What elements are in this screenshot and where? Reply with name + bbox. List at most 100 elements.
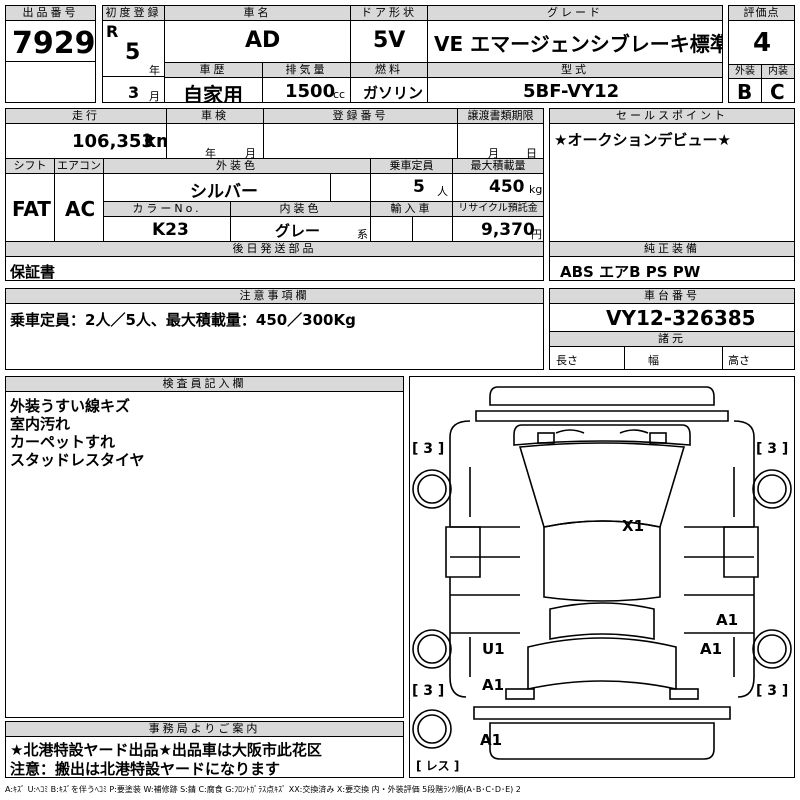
- recycle-label: リサイクル預託金: [453, 202, 543, 217]
- score-value: 4: [753, 28, 772, 58]
- recycle-unit: 円: [531, 228, 542, 241]
- registration-month-unit: 月: [149, 90, 160, 103]
- max-load-cell: 最大積載量 450 kg: [452, 158, 544, 202]
- inspector-line-2: 室内汚れ: [10, 415, 71, 433]
- transfer-cell: 譲渡書類期限 月 日: [457, 108, 544, 159]
- registration-month: 3: [128, 83, 140, 102]
- lot-label: 出品番号: [6, 6, 95, 21]
- mileage-cell: 走行 106,353 km: [5, 108, 167, 159]
- registration-cell: 初度登録 R 5 年 3 月: [102, 5, 165, 103]
- recycle-cell: リサイクル預託金 9,370 円: [452, 201, 544, 242]
- notes-cell: 注意事項欄 乗車定員：2人／5人、最大積載量：450／300Kg: [5, 288, 544, 370]
- fuel: ガソリン: [363, 84, 424, 102]
- door-type: 5V: [373, 28, 406, 53]
- registration-era: R: [106, 22, 119, 41]
- max-load-unit: kg: [529, 183, 543, 196]
- color-no-cell: カラーNo. K23: [103, 201, 231, 242]
- exterior-color-label: 外装色: [104, 159, 370, 174]
- inspection-cell: 車検 年 月: [166, 108, 264, 159]
- model-code-label: 型式: [428, 63, 722, 78]
- mark-rear-bumper: A1: [480, 731, 503, 749]
- mark-right-rear-door: A1: [716, 611, 739, 629]
- color-no: K23: [152, 220, 189, 240]
- mileage-unit: km: [144, 131, 166, 152]
- inspector-line-3: カーペットすれ: [10, 433, 116, 451]
- registration-label: 初度登録: [103, 6, 164, 21]
- door-label: ドア形状: [351, 6, 427, 21]
- office-line-2: 注意：搬出は北港特設ヤードになります: [10, 760, 281, 778]
- lot-number: 79295: [12, 26, 96, 61]
- capacity: 5: [413, 177, 425, 197]
- fuel-cell: 燃料 ガソリン: [350, 62, 428, 103]
- mark-left-rear-wheel: U1: [482, 640, 505, 658]
- fuel-label: 燃料: [351, 63, 427, 78]
- capacity-unit: 人: [437, 185, 448, 198]
- max-load: 450: [489, 177, 525, 197]
- score-label: 評価点: [729, 6, 794, 21]
- history: 自家用: [183, 83, 243, 103]
- later-parts: 保証書: [10, 263, 56, 281]
- displacement-unit: cc: [333, 88, 346, 101]
- mileage: 106,353: [72, 131, 154, 152]
- ext-label: 外装: [729, 64, 762, 79]
- reg-number-label: 登録番号: [264, 109, 457, 124]
- chassis-cell: 車台番号 VY12-326385: [549, 288, 795, 332]
- tire-rear-left: [ 3 ]: [412, 683, 445, 699]
- later-parts-label: 後日発送部品: [6, 242, 543, 257]
- specs-label: 諸元: [550, 332, 794, 347]
- history-cell: 車歴 自家用: [164, 62, 263, 103]
- car-diagram: [ 3 ] [ 3 ] [ 3 ] [ 3 ] [ レス ] X1 A1 U1 …: [409, 376, 795, 778]
- int-score: C: [770, 80, 785, 103]
- interior-color: グレー: [275, 222, 321, 240]
- recycle: 9,370: [481, 220, 535, 240]
- score-cell: 評価点 4 外装 内装 B C: [728, 5, 795, 103]
- interior-color-cell: 内装色 グレー 系: [230, 201, 371, 242]
- max-load-label: 最大積載量: [453, 159, 543, 174]
- reg-number-cell: 登録番号: [263, 108, 458, 159]
- ext-score: B: [737, 80, 753, 103]
- inspector-line-4: スタッドレスタイヤ: [10, 451, 145, 469]
- aircon: AC: [65, 197, 96, 221]
- transfer-day-unit: 日: [526, 147, 537, 159]
- registration-year-unit: 年: [149, 64, 160, 77]
- door-cell: ドア形状 5V: [350, 5, 428, 63]
- sales-point: ★オークションデビュー★: [554, 131, 731, 149]
- genuine-equipment-cell: 純正装備 ABS エアB PS PW: [549, 241, 795, 281]
- int-label: 内装: [761, 64, 794, 79]
- later-parts-cell: 後日発送部品 保証書: [5, 241, 544, 281]
- model-code: 5BF-VY12: [523, 81, 620, 102]
- inspector-label: 検査員記入欄: [6, 377, 403, 392]
- legend: A:ｷｽﾞ U:ﾍｺﾐ B:ｷｽﾞを伴うﾍｺﾐ P:要塗装 W:補修跡 S:錆 …: [5, 785, 521, 794]
- shift: FAT: [12, 197, 51, 221]
- exterior-color-cell: 外装色 シルバー: [103, 158, 371, 202]
- genuine-equipment: ABS エアB PS PW: [560, 263, 701, 281]
- inspector-cell: 検査員記入欄 外装うすい線キズ 室内汚れ カーペットすれ スタッドレスタイヤ: [5, 376, 404, 718]
- shift-label: シフト: [6, 159, 54, 174]
- inspector-line-1: 外装うすい線キズ: [10, 397, 131, 415]
- transfer-label: 譲渡書類期限: [458, 109, 543, 124]
- mark-roof: X1: [622, 517, 645, 535]
- aircon-label: エアコン: [55, 159, 103, 174]
- interior-color-label: 内装色: [231, 202, 370, 217]
- transfer-month-unit: 月: [488, 147, 499, 159]
- car-name-label: 車名: [165, 6, 350, 21]
- spec-width: 幅: [648, 354, 659, 367]
- capacity-cell: 乗車定員 5 人: [370, 158, 453, 202]
- grade-cell: グレード VE エマージェンシブレーキ標準: [427, 5, 723, 63]
- import-label: 輸入車: [371, 202, 452, 217]
- office-line-1: ★北港特設ヤード出品★出品車は大阪市此花区: [10, 741, 322, 759]
- lot-cell: 出品番号 79295: [5, 5, 96, 103]
- mark-right-rear-wheel: A1: [700, 640, 723, 658]
- inspection-month-unit: 月: [245, 147, 256, 159]
- office-label: 事務局よりご案内: [6, 722, 403, 737]
- tire-front-right: [ 3 ]: [756, 441, 789, 457]
- car-name-cell: 車名 AD: [164, 5, 351, 63]
- tire-rear-right: [ 3 ]: [756, 683, 789, 699]
- registration-year: 5: [125, 40, 141, 65]
- sales-point-label: セールスポイント: [550, 109, 794, 124]
- displacement: 1500: [285, 81, 336, 102]
- displacement-label: 排気量: [263, 63, 350, 78]
- sales-point-cell: セールスポイント ★オークションデビュー★: [549, 108, 795, 242]
- chassis-number: VY12-326385: [606, 306, 756, 330]
- notes: 乗車定員：2人／5人、最大積載量：450／300Kg: [10, 311, 356, 329]
